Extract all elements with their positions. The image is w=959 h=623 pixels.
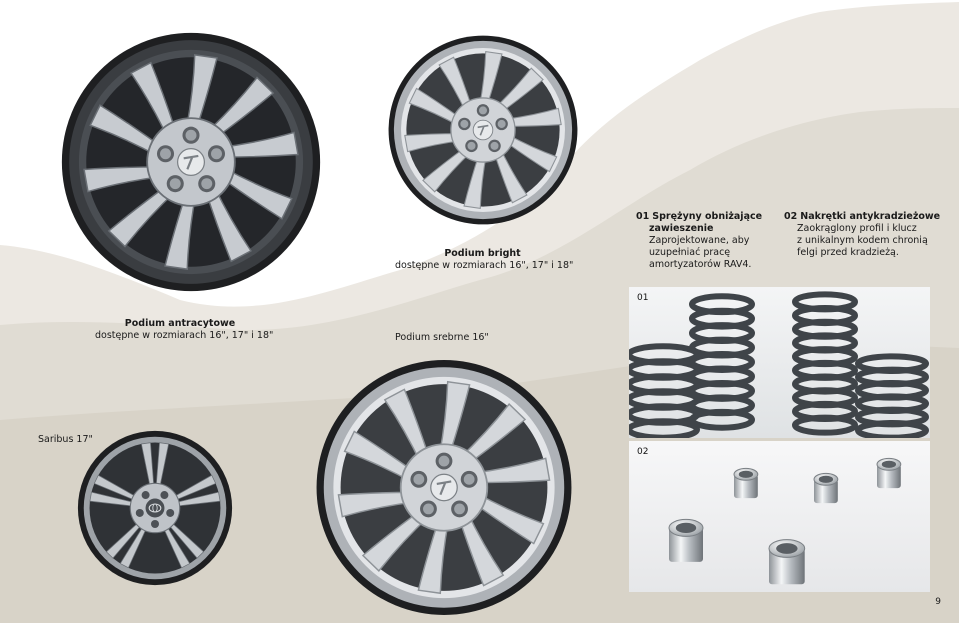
- spring-coil: [855, 420, 929, 438]
- caption-title: Podium srebrne 16": [395, 332, 489, 343]
- spring-coil: [792, 414, 858, 436]
- wheel-spoke: [457, 508, 505, 587]
- wheel-spoke: [343, 430, 417, 484]
- springs-illustration: [629, 291, 929, 438]
- wheel-spoke: [89, 104, 164, 159]
- wheel-spoke: [408, 87, 463, 128]
- wheel-podium-anthracite: [61, 32, 321, 292]
- photo-locking-wheel-nuts: 02: [629, 441, 930, 592]
- wheel-spoke: [218, 165, 293, 220]
- photo-label: 02: [637, 447, 649, 457]
- wheel-spoke: [204, 183, 253, 263]
- item-body-line: z unikalnym kodem chronią: [797, 235, 928, 246]
- wheel-spoke: [164, 192, 197, 270]
- wheel-spoke: [383, 388, 431, 467]
- wheel-spoke: [438, 56, 474, 115]
- item-title: Nakrętki antykradzieżowe: [800, 211, 941, 222]
- wheel-spoke: [204, 76, 275, 141]
- item-body-line: amortyzatorów RAV4.: [649, 259, 752, 270]
- wheel-spoke: [337, 491, 418, 518]
- wheel-spoke: [492, 67, 544, 115]
- wheel-podium-bright: [388, 35, 578, 225]
- item-number: 02: [784, 211, 798, 222]
- caption-title: Saribus 17": [38, 434, 93, 445]
- wheel-spoke: [503, 132, 558, 173]
- wheel-spoke: [438, 380, 471, 458]
- wheel-saribus: [77, 430, 233, 586]
- page-number: 9: [935, 597, 941, 607]
- wheel-spoke: [457, 403, 527, 467]
- locking-nut: [813, 472, 839, 504]
- caption-title: Podium bright: [444, 248, 521, 259]
- wheel-spoke: [502, 107, 562, 127]
- photo-coil-springs: 01: [629, 287, 930, 438]
- wheel-spoke: [83, 166, 164, 193]
- wheel-spoke: [471, 491, 545, 545]
- item-body-line: uzupełniać pracę: [649, 247, 731, 258]
- item-title-cont: zawieszenie: [649, 223, 714, 234]
- item-body-line: Zaprojektowane, aby: [649, 235, 750, 246]
- wheel-spoke: [470, 457, 551, 484]
- item-body-line: Zaokrąglony profil i klucz: [797, 223, 917, 234]
- locking-nut: [768, 539, 806, 585]
- wheel-spoke: [361, 508, 431, 572]
- wheel-spoke: [185, 54, 218, 132]
- wheel-spoke: [463, 152, 488, 209]
- wheel-spoke: [417, 517, 450, 595]
- photo-label: 01: [637, 293, 649, 303]
- wheel-spoke: [492, 145, 528, 204]
- locking-nut: [876, 457, 902, 489]
- caption-sizes: dostępne w rozmiarach 16", 17" i 18": [395, 260, 574, 271]
- caption-title: Podium antracytowe: [124, 318, 236, 329]
- nuts-illustration: [668, 457, 902, 585]
- locking-nut: [668, 518, 704, 562]
- wheel-spoke: [129, 61, 178, 141]
- wheel-spoke: [478, 51, 503, 108]
- item-title: Sprężyny obniżające: [652, 211, 763, 222]
- wheel-spoke: [218, 131, 299, 158]
- caption-sizes: dostępne w rozmiarach 16", 17" i 18": [95, 330, 274, 341]
- wheel-spoke: [107, 183, 178, 248]
- locking-nut: [733, 467, 759, 499]
- wheel-spoke: [404, 133, 464, 153]
- wheel-podium-silver: [316, 360, 572, 615]
- item-number: 01: [636, 211, 650, 222]
- spring-coil: [629, 418, 700, 438]
- spring-coil: [689, 408, 755, 431]
- item-body-line: felgi przed kradzieżą.: [797, 247, 899, 258]
- wheel-spoke: [422, 145, 474, 193]
